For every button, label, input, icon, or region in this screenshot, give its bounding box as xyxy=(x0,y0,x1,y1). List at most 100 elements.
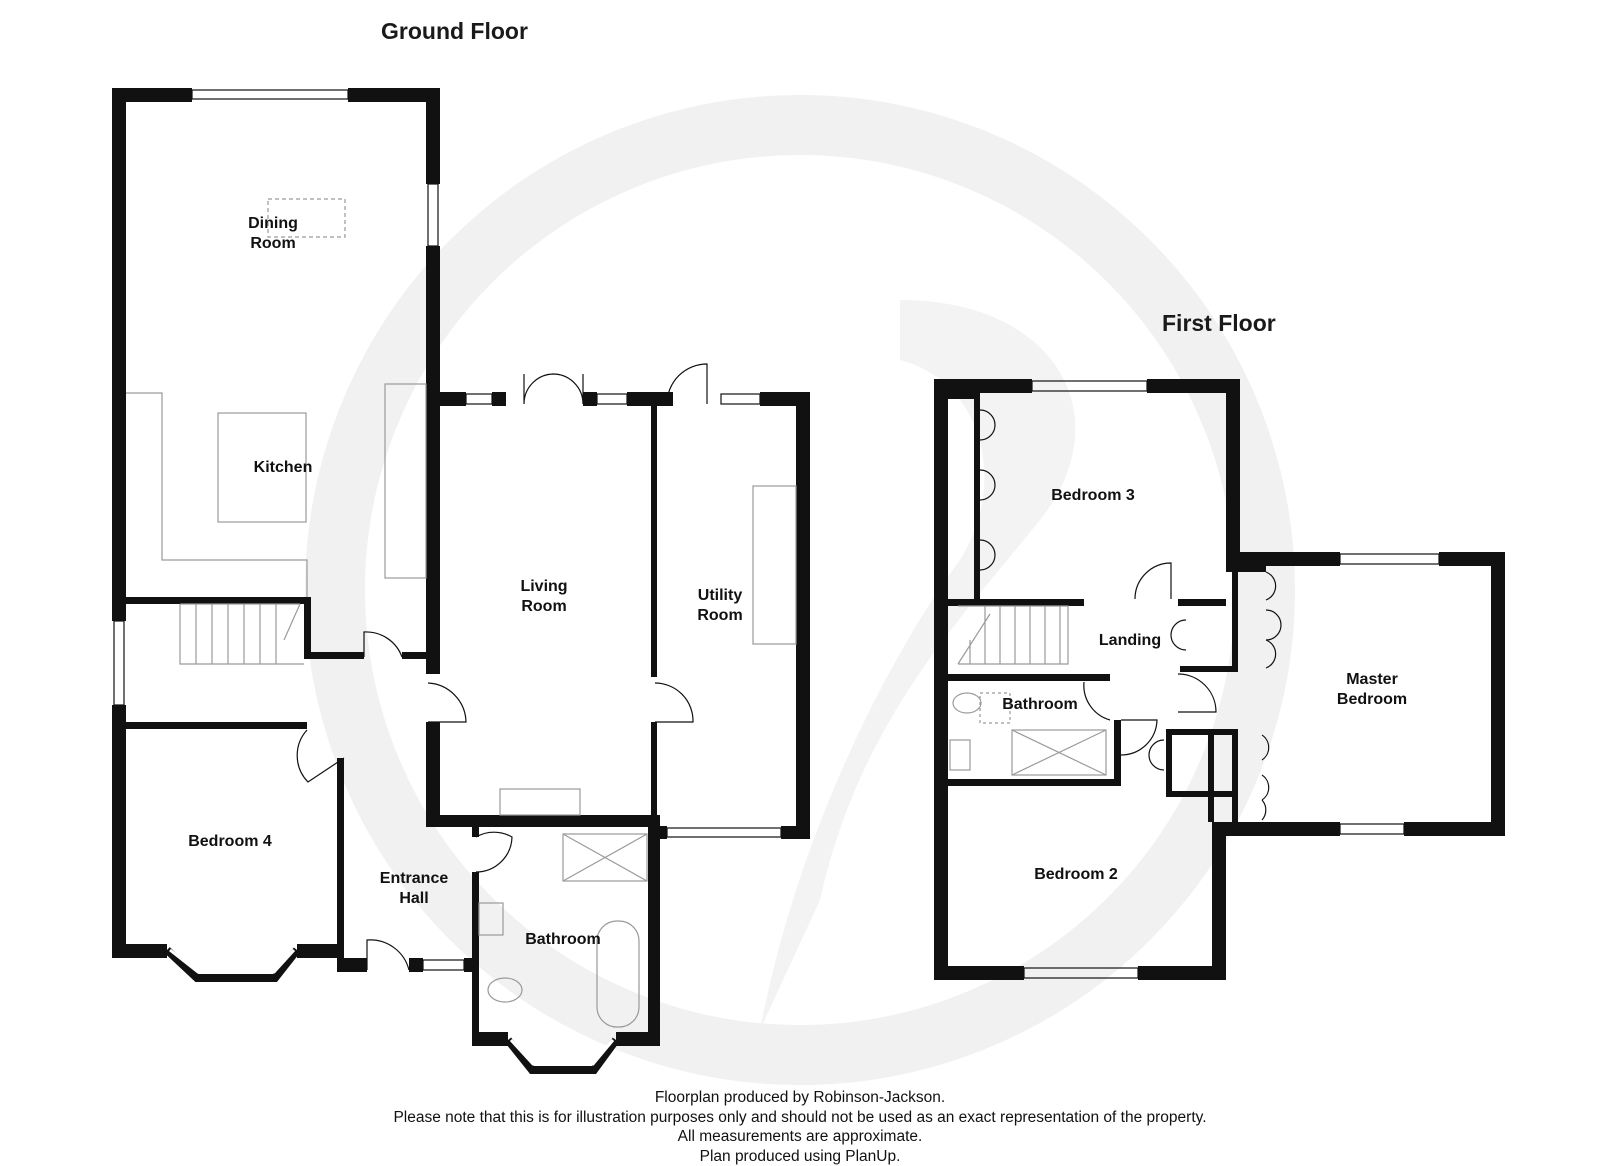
room-label-dining-room: Dining Room xyxy=(248,214,298,254)
room-label-bedroom-2: Bedroom 2 xyxy=(1034,865,1118,885)
wall xyxy=(1180,666,1238,672)
wall xyxy=(1114,720,1121,786)
wall xyxy=(948,599,1084,606)
wall xyxy=(1226,552,1340,566)
wall xyxy=(337,758,344,958)
door-swing xyxy=(655,683,693,722)
wall xyxy=(796,392,810,839)
wall xyxy=(934,379,948,980)
wall xyxy=(1166,729,1238,735)
wall xyxy=(948,779,1121,786)
window xyxy=(114,621,124,705)
window xyxy=(667,828,781,837)
room-label-bathroom-ground: Bathroom xyxy=(525,930,601,950)
door-swing xyxy=(1135,563,1171,599)
wall xyxy=(948,393,976,399)
basin xyxy=(950,740,970,770)
toilet xyxy=(953,693,981,713)
room-label-bedroom-4: Bedroom 4 xyxy=(188,832,272,852)
wall xyxy=(426,815,660,827)
footer-line: All measurements are approximate. xyxy=(0,1127,1600,1147)
window xyxy=(192,90,348,99)
kitchen-counter xyxy=(126,393,307,597)
footer-line: Floorplan produced by Robinson-Jackson. xyxy=(0,1088,1600,1108)
wall xyxy=(1208,735,1214,822)
wall xyxy=(648,827,660,1046)
wall xyxy=(112,944,167,958)
wall xyxy=(426,722,440,827)
first-floor-fixtures xyxy=(950,606,1106,775)
wall xyxy=(1491,552,1505,836)
wall xyxy=(409,958,423,972)
wall xyxy=(1226,379,1240,566)
room-label-living-room: Living Room xyxy=(520,577,567,617)
door-swing xyxy=(367,940,409,970)
wall xyxy=(304,597,311,659)
footer-line: Please note that this is for illustratio… xyxy=(0,1108,1600,1128)
wall xyxy=(472,872,479,1044)
room-label-bathroom-first: Bathroom xyxy=(1002,695,1078,715)
window xyxy=(466,394,492,404)
wall xyxy=(112,722,307,729)
wall xyxy=(112,705,126,957)
wall xyxy=(1404,822,1505,836)
door-swing xyxy=(476,832,512,872)
wall xyxy=(1212,822,1340,836)
window xyxy=(1340,554,1439,564)
wall xyxy=(1232,735,1238,822)
wall xyxy=(651,722,657,822)
floorplan-disclaimer: Floorplan produced by Robinson-Jackson. … xyxy=(0,1088,1600,1166)
wall xyxy=(112,597,307,604)
first-floor-title: First Floor xyxy=(1162,310,1276,337)
room-label-master-bedroom: Master Bedroom xyxy=(1337,670,1407,710)
wall xyxy=(304,652,364,659)
fireplace xyxy=(500,789,580,815)
wall xyxy=(337,958,367,972)
window xyxy=(1340,824,1404,834)
room-label-bedroom-3: Bedroom 3 xyxy=(1051,486,1135,506)
room-label-kitchen: Kitchen xyxy=(254,458,313,478)
wall xyxy=(472,1032,508,1046)
utility-worktop xyxy=(753,486,796,644)
room-label-landing: Landing xyxy=(1099,631,1161,651)
wall xyxy=(1166,791,1238,797)
room-label-utility-room: Utility Room xyxy=(697,586,742,626)
wall xyxy=(974,393,980,599)
door-swing xyxy=(1084,682,1110,720)
staircase xyxy=(958,606,1068,664)
wall xyxy=(426,392,440,674)
door-swing xyxy=(364,632,402,657)
footer-line: Plan produced using PlanUp. xyxy=(0,1147,1600,1166)
window xyxy=(721,394,760,404)
wall xyxy=(297,944,339,958)
wall xyxy=(112,88,126,603)
wall xyxy=(934,379,1032,393)
window xyxy=(423,960,464,970)
window xyxy=(597,394,627,404)
wall xyxy=(112,88,192,102)
wall xyxy=(1138,966,1226,980)
wall xyxy=(112,597,126,621)
wall xyxy=(948,674,1110,681)
door-swing xyxy=(524,374,583,404)
wall xyxy=(402,652,428,659)
wall xyxy=(657,392,673,406)
staircase xyxy=(180,604,304,664)
wall xyxy=(1212,822,1226,980)
door-swing xyxy=(1121,720,1157,755)
wall xyxy=(426,246,440,400)
wall xyxy=(492,392,506,406)
wall xyxy=(651,392,657,677)
wall xyxy=(1166,729,1172,797)
wall xyxy=(781,826,810,839)
wall xyxy=(1178,599,1226,606)
wall xyxy=(426,88,440,184)
wall xyxy=(1232,566,1238,672)
room-label-entrance-hall: Entrance Hall xyxy=(380,869,448,909)
window xyxy=(428,184,438,246)
wall xyxy=(934,966,1024,980)
wall xyxy=(583,392,597,406)
door-swing xyxy=(428,683,466,722)
ground-floor-title: Ground Floor xyxy=(381,18,528,45)
